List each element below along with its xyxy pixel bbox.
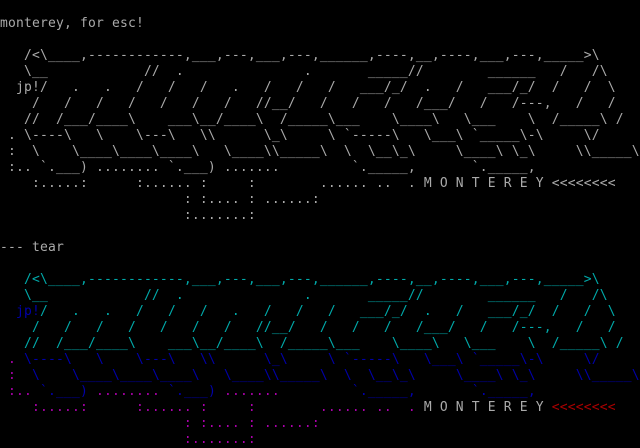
art-segment: : :.... : ......:	[0, 416, 320, 431]
art-row-colored: / / / / / / / //__/ / / / /___/ / /---, …	[0, 320, 616, 336]
art-row: / / / / / / / //__/ / / / /___/ / /---, …	[0, 96, 616, 111]
art-segment: / / / / / / / //__/ / / / /___/ / /---, …	[0, 320, 616, 335]
art-segment: / . . / / / . / / / ___/_/ . / ___/_/ / …	[40, 304, 616, 319]
art-row-colored: . \----\ \ \---\ \\ \_\ \ `-----\ \___\ …	[0, 352, 600, 368]
art-segment: \----\ \ \---\ \\ \_\ \ `-----\ \___\ `_…	[16, 352, 600, 367]
art-row: :.....: :...... : : ...... .. . M O N T …	[0, 176, 616, 191]
art-row-colored: : \ \____\____\____\ \____\\_____\ \ \__…	[0, 368, 640, 384]
art-segment: :.......:	[0, 432, 256, 447]
art-row: . \----\ \ \---\ \\ \_\ \ `-----\ \___\ …	[0, 128, 600, 143]
art-row: : \ \____\____\____\ \____\\_____\ \ \__…	[0, 144, 640, 159]
art-segment: .	[0, 352, 16, 367]
art-segment: /<\____,------------,___,---,___,---,___…	[0, 272, 600, 287]
art-segment: M O N T E R E Y	[415, 400, 552, 415]
art-row-colored: : :.... : ......:	[0, 416, 320, 432]
art-segment: <<<<<<<<	[551, 400, 616, 415]
art-segment: :	[0, 368, 16, 383]
art-row: : :.... : ......:	[0, 192, 320, 207]
art-row-colored: \__ // . . _____// ______ / /\	[0, 288, 608, 304]
art-row: // /___/____\ ___\__/____\ /_____\___ \_…	[0, 112, 624, 127]
art-segment: .......	[215, 384, 280, 399]
art-segment	[0, 304, 16, 319]
art-row-colored: jp!/ . . / / / . / / / ___/_/ . / ___/_/…	[0, 304, 616, 320]
art-segment: // /___/____\ ___\__/____\ /_____\___ \_…	[0, 336, 624, 351]
art-segment: \__ // . . _____// ______ / /\	[0, 288, 608, 303]
art-segment: ........	[87, 384, 160, 399]
art-row: :.. `.___) ........ `.___) ....... `.___…	[0, 160, 536, 175]
tear-line: --- tear	[0, 240, 64, 255]
art-segment: jp!	[16, 304, 40, 319]
art-row-colored: :.....: :...... : : ...... .. . M O N T …	[0, 400, 616, 416]
art-segment: :.....: :...... : : ...... .. .	[0, 400, 416, 415]
art-row: :.......:	[0, 208, 256, 223]
art-row-colored: // /___/____\ ___\__/____\ /_____\___ \_…	[0, 336, 624, 352]
header-line: monterey, for esc!	[0, 16, 144, 31]
art-row-colored: /<\____,------------,___,---,___,---,___…	[0, 272, 600, 288]
art-row: jp!/ . . / / / . / / / ___/_/ . / ___/_/…	[0, 80, 616, 95]
art-row: \__ // . . _____// ______ / /\	[0, 64, 608, 79]
art-row-colored: :.. `.___) ........ `.___) ....... `.___…	[0, 384, 536, 400]
art-segment: \ \____\____\____\ \____\\_____\ \ \__\_…	[16, 368, 640, 383]
art-row-colored: :.......:	[0, 432, 256, 448]
art-segment: `._____, `._____,	[279, 384, 536, 399]
art-segment: :..	[0, 384, 32, 399]
art-row: /<\____,------------,___,---,___,---,___…	[0, 48, 600, 63]
art-segment: `.___)	[32, 384, 88, 399]
art-segment: `.___)	[159, 384, 216, 399]
